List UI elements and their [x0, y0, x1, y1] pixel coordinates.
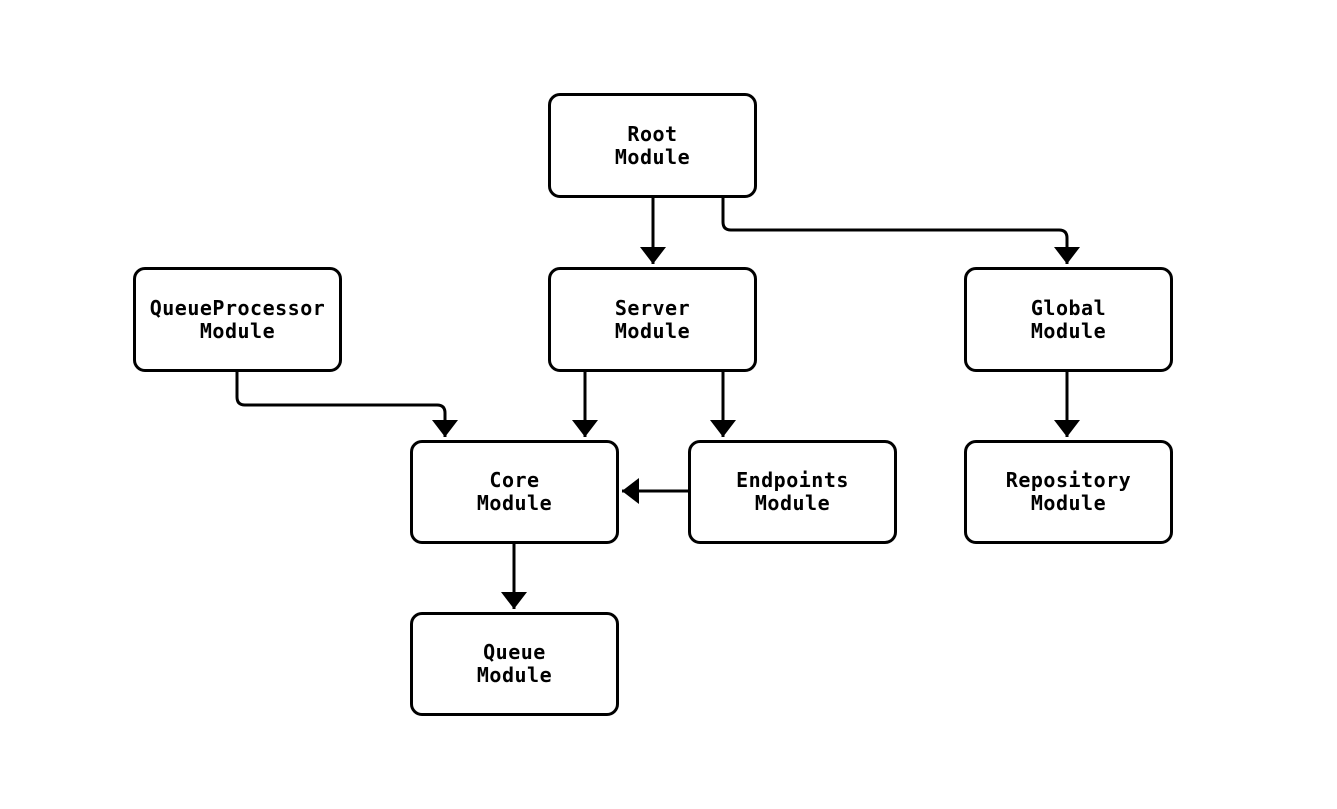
node-queue-module: Queue Module [410, 612, 619, 716]
node-label-line: Core [489, 468, 540, 492]
node-label-line: QueueProcessor [149, 295, 326, 320]
node-label-line: Module [1030, 318, 1107, 343]
node-label-line: Module [614, 318, 691, 343]
node-label-line: Module [614, 144, 691, 169]
node-label-line: Module [199, 318, 276, 343]
node-label-line: Module [476, 663, 553, 687]
edge-queueprocessor-to-core-arrow [235, 372, 458, 437]
node-queueprocessor-module: QueueProcessor Module [133, 267, 342, 372]
node-core-module: Core Module [410, 440, 619, 544]
node-global-module: Global Module [964, 267, 1173, 372]
node-label-line: Queue [483, 640, 546, 664]
node-label-line: Module [476, 491, 553, 515]
node-server-module: Server Module [548, 267, 757, 372]
node-label-line: Repository [1005, 468, 1132, 492]
node-label-line: Global [1030, 295, 1107, 320]
node-label-line: Root [627, 121, 678, 146]
node-label-line: Module [1030, 491, 1107, 515]
node-endpoints-module: Endpoints Module [688, 440, 897, 544]
node-root-module: Root Module [548, 93, 757, 198]
node-label-line: Module [754, 491, 831, 515]
node-label-line: Endpoints [736, 468, 849, 492]
node-repository-module: Repository Module [964, 440, 1173, 544]
edge-root-to-global-arrow [721, 198, 1080, 264]
node-label-line: Server [614, 295, 691, 320]
